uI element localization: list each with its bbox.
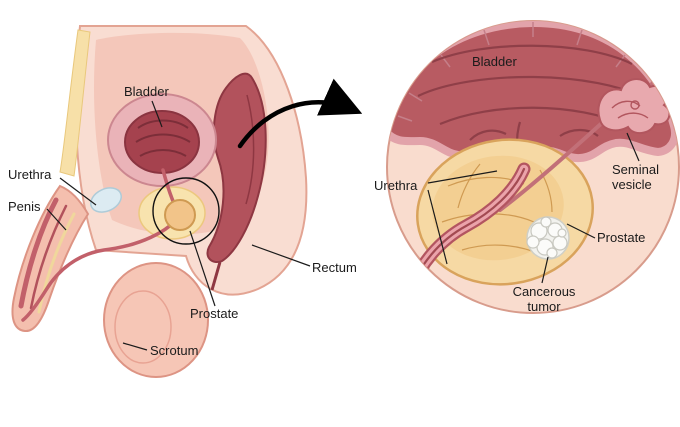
label-penis-main: Penis (8, 199, 41, 214)
label-rectum-main: Rectum (312, 260, 357, 275)
inset-artwork (387, 21, 679, 301)
prostate-leader (189, 230, 216, 307)
scrotum-leader (122, 342, 148, 351)
bladder-shape (124, 110, 200, 174)
bladder-leader (151, 100, 163, 128)
fat-layer (59, 29, 91, 177)
seminal-vesicle-coils (611, 100, 649, 119)
bladder-fold-2 (135, 133, 191, 143)
inset-prostate-leader (566, 223, 596, 239)
seminal-vesicle-leader (626, 132, 640, 162)
rectum-shape (206, 72, 267, 263)
penis-leader (46, 208, 67, 231)
tumor-leader (541, 256, 549, 284)
label-cancerous-tumor: Cancerous tumor (512, 284, 576, 314)
seminal-vesicle-shape (597, 78, 671, 134)
penis-inner-stripe (29, 204, 68, 310)
urethra-leader (59, 177, 97, 206)
penis-erectile-stripe (18, 197, 59, 309)
cancerous-tumor-shape (526, 216, 570, 260)
label-bladder-main: Bladder (124, 84, 169, 99)
main-figure (11, 25, 311, 378)
zoom-region-circle (152, 177, 220, 245)
bladder-fold-3 (139, 149, 187, 157)
label-bladder-inset: Bladder (472, 54, 517, 69)
vas-deferens (650, 52, 676, 86)
label-seminal-vesicle: Seminal vesicle (612, 162, 659, 192)
label-prostate-inset: Prostate (597, 230, 646, 245)
anal-canal-line (210, 261, 222, 291)
main-leader-lines (46, 100, 311, 351)
label-urethra-main: Urethra (8, 167, 52, 182)
penis-fascia-stripe (37, 212, 76, 314)
testicle-hint (114, 290, 172, 364)
label-urethra-inset: Urethra (374, 178, 418, 193)
scrotum-shape (103, 262, 209, 378)
bladder-fold-1 (137, 119, 189, 129)
inset-leader-lines (427, 132, 640, 284)
inset-figure (386, 20, 680, 314)
inset-urethra-leader-lower (427, 189, 448, 265)
pubic-bone (90, 187, 122, 213)
magnifier-arrow (237, 78, 363, 149)
inset-urethra-leader-upper (427, 170, 498, 184)
rectum-leader (251, 244, 311, 267)
rectum-inner-line (245, 94, 255, 205)
label-scrotum-main: Scrotum (150, 343, 199, 358)
ejaculatory-duct (498, 120, 605, 212)
label-prostate-main: Prostate (190, 306, 239, 321)
prostate-shape (164, 199, 196, 231)
